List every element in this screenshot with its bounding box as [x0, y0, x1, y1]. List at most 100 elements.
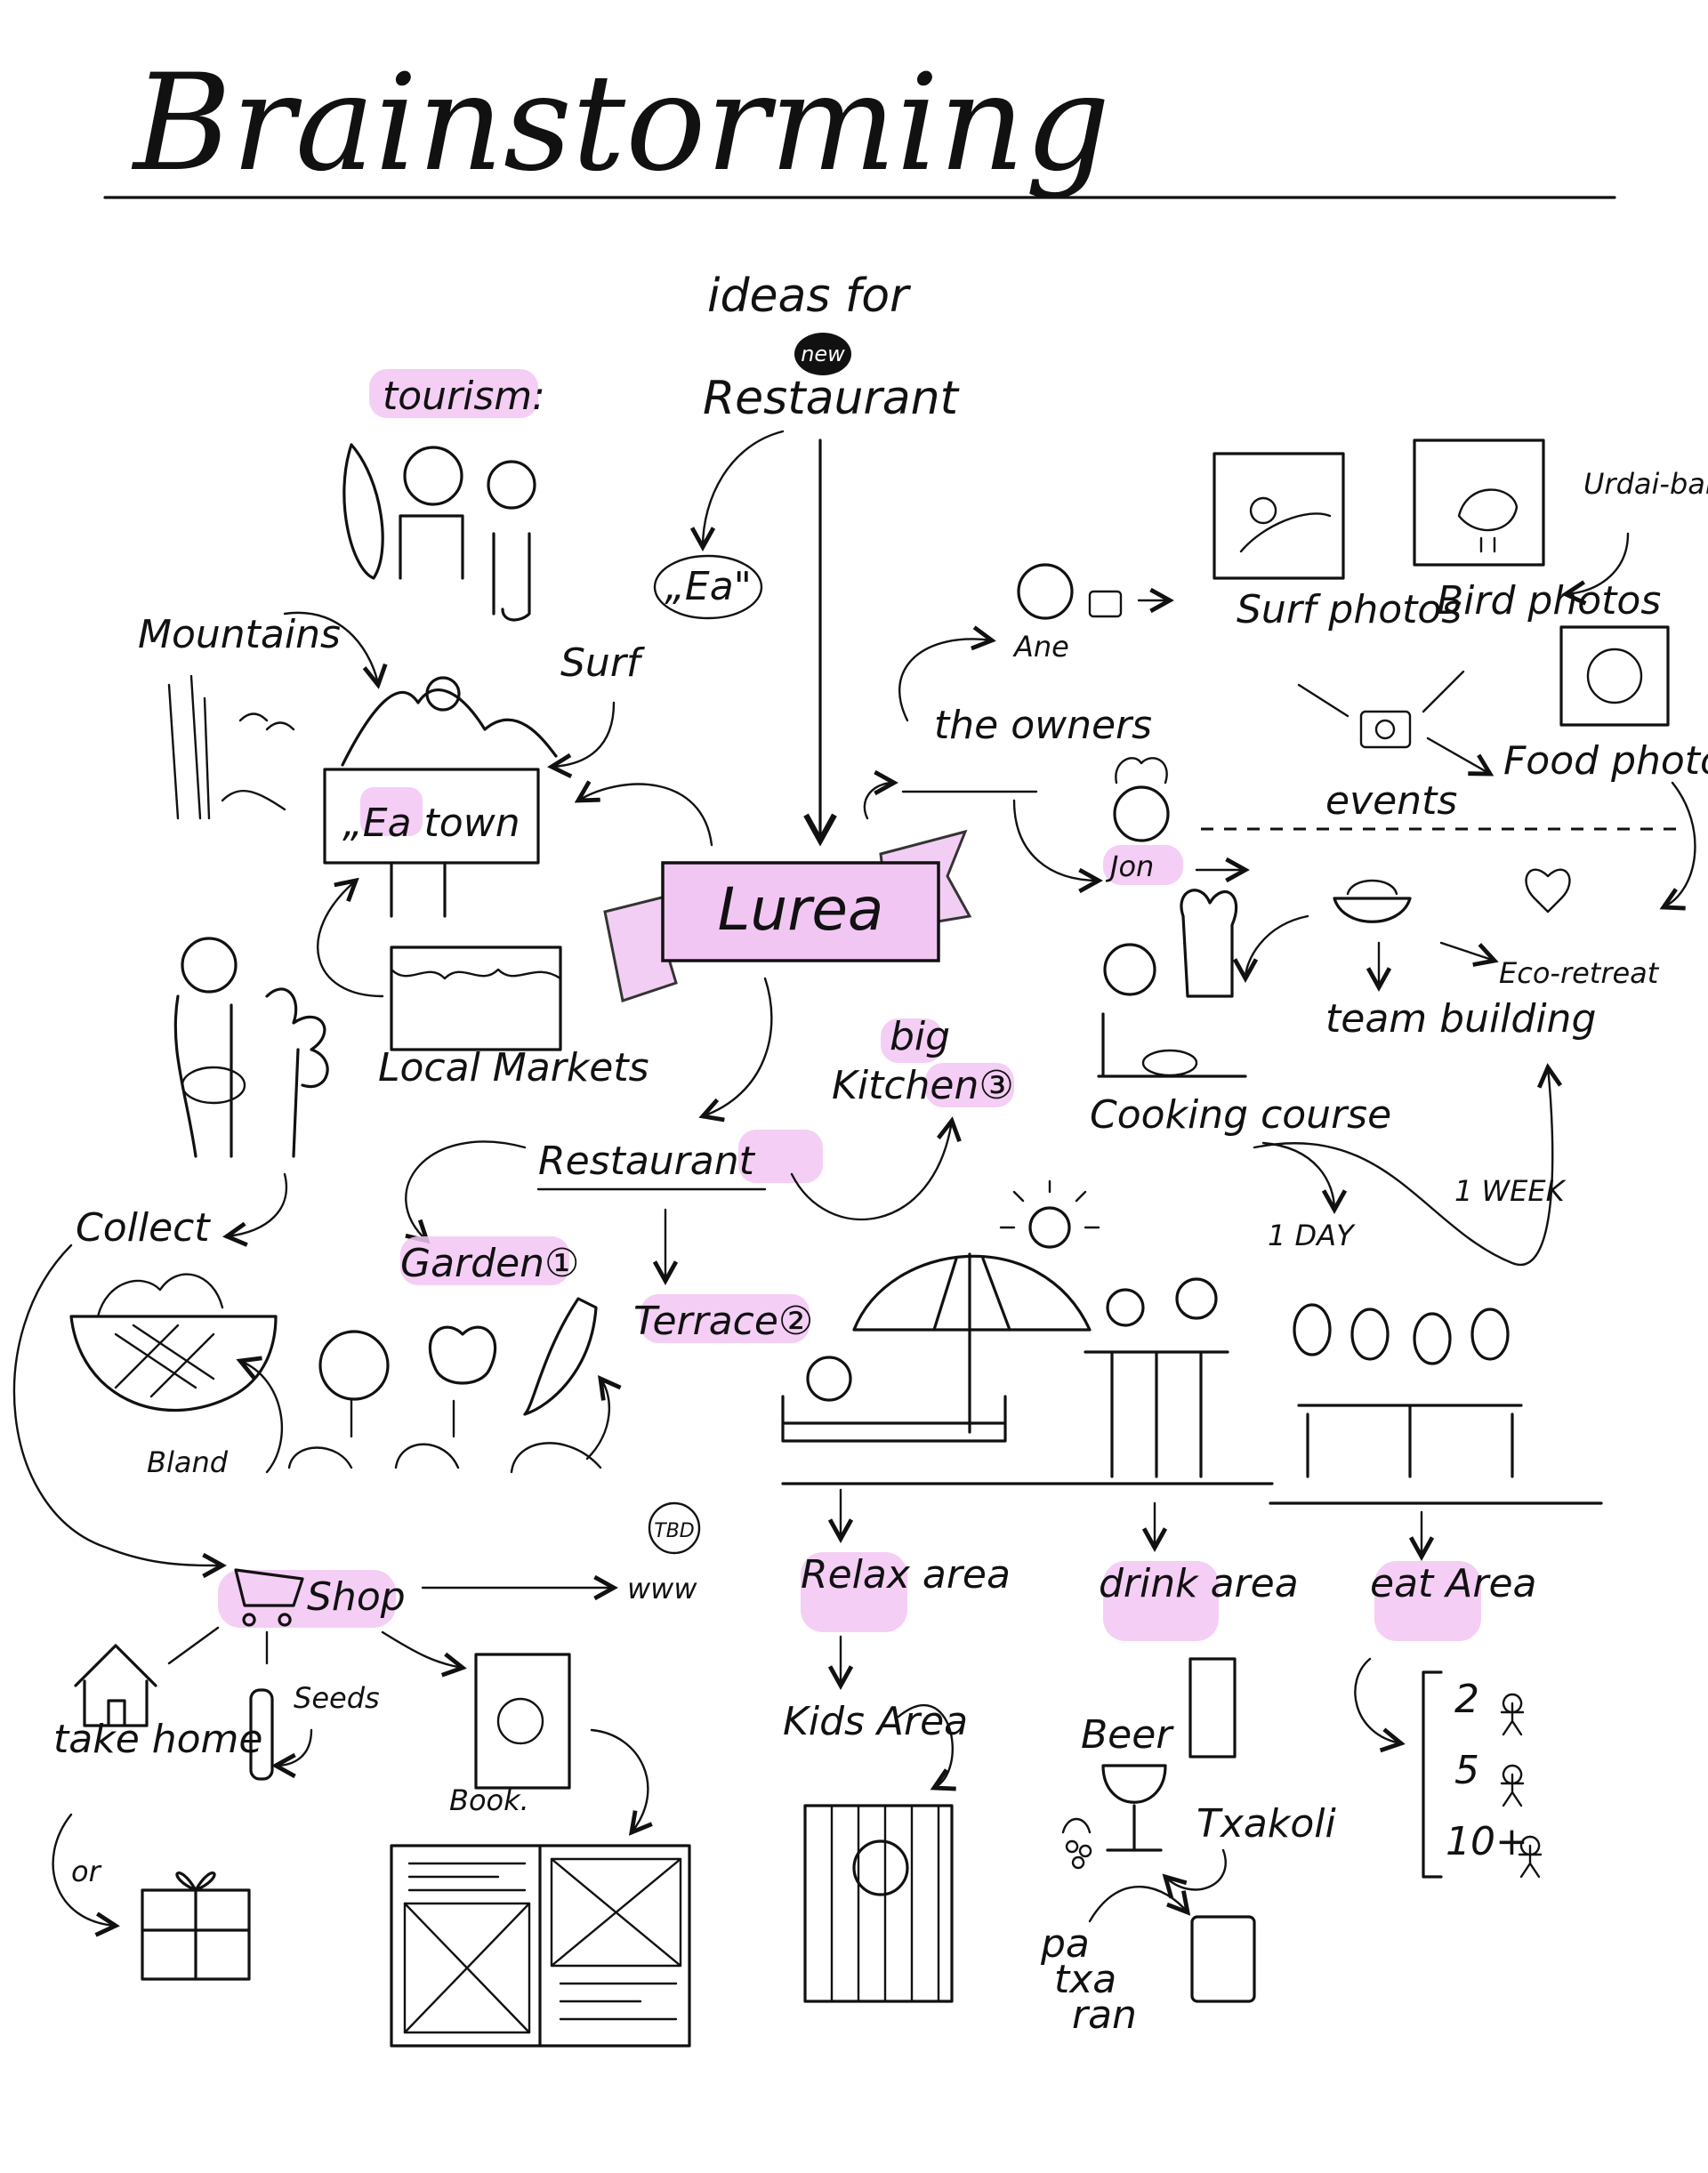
student-face-icon [1103, 943, 1156, 996]
sun-rays [999, 1179, 1100, 1229]
reeds-icon [167, 674, 286, 820]
camera-icon [1359, 710, 1412, 749]
surfboard-icon [342, 443, 384, 580]
mountains-group: Mountains [138, 611, 378, 820]
grapes-icon [1061, 1817, 1092, 1870]
garden-group: Garden① [287, 1236, 609, 1474]
kitchen-highlight-top [881, 1018, 943, 1063]
mountains-label: Mountains [138, 612, 341, 657]
cart-icon [234, 1568, 304, 1627]
patxaran-2: txa [1054, 1957, 1116, 2002]
kids-arrow [897, 1703, 953, 1788]
kitchen-group: big Kitchen③ [832, 1014, 1014, 1108]
eatown-sign: „Ea town [323, 676, 713, 918]
restaurant-label: Restaurant [538, 1139, 756, 1184]
person-icon-2 [1500, 1693, 1525, 1736]
events-to-eco-arrow [1664, 781, 1696, 907]
pot-icon [1141, 1049, 1198, 1077]
restaurant-branch: Restaurant [405, 977, 952, 1281]
farmer-basket-icon [181, 1066, 246, 1105]
seeds-label: Seeds [294, 1681, 380, 1715]
terrace-scene [781, 1179, 1603, 1505]
book-right-image [550, 1857, 682, 1968]
town-sign-posts [390, 861, 447, 918]
surf-photo-art [1239, 496, 1332, 553]
sun-small-icon [425, 676, 461, 712]
bland-label: Bland [147, 1445, 229, 1479]
jon-highlight [1103, 845, 1183, 885]
collect-to-shop-arrow [12, 1243, 222, 1565]
new-badge [794, 333, 851, 375]
name-idea: „Ea" [653, 430, 785, 620]
or-label: or [71, 1855, 102, 1888]
umbrella-icon [852, 1254, 1092, 1332]
basket-weave [114, 1324, 215, 1398]
playpen-bars [830, 1804, 940, 2003]
shop-highlight [218, 1570, 396, 1628]
chef-hat-icon [1115, 757, 1168, 785]
one-week-label: 1 WEEK [1454, 1174, 1567, 1208]
food-bowl-icon [1333, 897, 1412, 923]
banner-body [661, 861, 940, 962]
garden-highlight [400, 1236, 569, 1285]
person-icon-5 [1500, 1764, 1525, 1807]
food-photo-art [1586, 648, 1643, 704]
bland-arrow [240, 1361, 284, 1474]
book-right-image-cross [550, 1857, 682, 1968]
seats-bracket [1422, 1670, 1443, 1879]
camera-small-icon [1088, 590, 1123, 618]
seeds-arrow [276, 1728, 313, 1766]
name-idea-label: „Ea" [665, 564, 752, 609]
events-branch: team building Eco-retreat [1245, 868, 1660, 1042]
town-highlight [360, 787, 423, 836]
header-line1: ideas for [707, 270, 912, 323]
town-label: „Ea town [342, 801, 520, 846]
tbd-label: TBD [654, 1520, 694, 1542]
surf-label-group: Surf [552, 640, 646, 767]
tourist-adult-body [399, 514, 464, 580]
center-banner: Lurea [603, 829, 972, 1002]
mountains-arrow [283, 611, 378, 685]
jon-face-icon [1113, 785, 1170, 842]
txakoli-label: Txakoli [1196, 1801, 1337, 1847]
jon-label: Jon [1105, 849, 1154, 883]
growth-arrows [350, 1379, 609, 1461]
drinker-1-icon [1106, 1288, 1145, 1327]
tourist-child-icon [487, 460, 536, 510]
page-title-group: Brainstorming [103, 46, 1616, 201]
eat-highlight [1374, 1561, 1481, 1641]
tourism-branch: tourism: [342, 369, 545, 622]
cooking-group: Cooking course 1 DAY 1 WEEK [1090, 889, 1567, 1267]
center-label: Lurea [718, 875, 884, 944]
market-stall-icon [390, 946, 562, 1051]
tourist-child-body [492, 532, 531, 622]
pepper-icon [523, 1297, 598, 1416]
relax-highlight [801, 1552, 907, 1632]
sun-icon [1028, 1206, 1071, 1249]
jon-group: Jon events [1103, 757, 1696, 907]
child-face-icon [852, 1839, 909, 1896]
chef-icon [1180, 889, 1238, 998]
surf-photo-frame [1213, 452, 1345, 580]
team-building-label: team building [1325, 996, 1596, 1042]
markets-to-town-arrow [317, 881, 384, 998]
hills-icon [341, 688, 558, 767]
drinker-2-icon [1175, 1277, 1218, 1320]
camera-lens [1374, 719, 1396, 740]
lounger-icon [781, 1395, 1007, 1443]
photos-group: Surf photos Bird photos Urdai-bai Food p… [1213, 439, 1708, 784]
eat-label: eat Area [1370, 1561, 1537, 1606]
owners-to-jon-arrow [1012, 799, 1099, 881]
patxaran-1: pa [1040, 1921, 1090, 1967]
diner-1-icon [1293, 1303, 1332, 1356]
beer-label: Beer [1081, 1712, 1174, 1758]
take-home-arrow [52, 1813, 116, 1926]
terrace-group: Terrace② [633, 1294, 813, 1344]
kids-playpen-icon [803, 1804, 954, 2003]
collect-basket-icon [69, 1315, 278, 1412]
farmer-head-icon [181, 937, 238, 994]
eat-area-group: eat Area 2 5 10+ [1354, 1510, 1543, 1879]
heart-icon [1525, 868, 1571, 913]
patxaran-arrow [1088, 1885, 1188, 1923]
